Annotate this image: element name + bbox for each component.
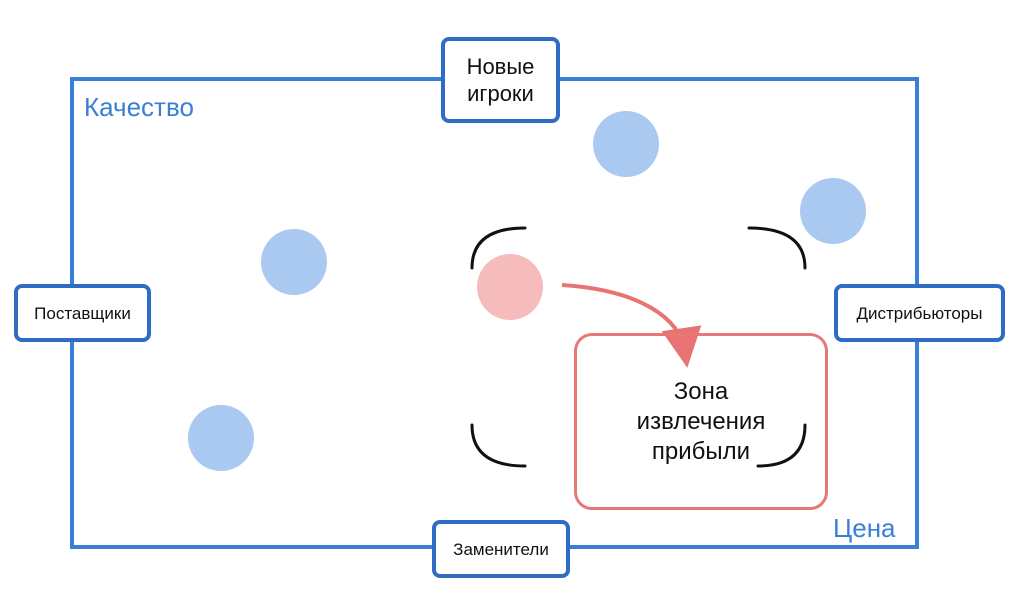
focus-bracket-bottom-right [756,423,807,468]
competitor-circle [188,405,254,471]
force-distributors-label: Дистрибьюторы [856,303,983,323]
force-suppliers: Поставщики [14,284,151,342]
force-distributors: Дистрибьюторы [834,284,1005,342]
axis-label-price: Цена [833,513,896,543]
profit-zone: Зона извлечения прибыли [574,333,828,510]
focus-bracket-bottom-left [470,423,527,468]
axis-label-quality: Качество [84,92,194,122]
competitor-circle [800,178,866,244]
focus-brackets [470,226,807,468]
competitor-circle [593,111,659,177]
force-substitutes-label: Заменители [453,539,549,559]
competitor-circle [261,229,327,295]
force-substitutes: Заменители [432,520,570,578]
force-new-players-label: Новые игроки [466,54,535,106]
force-new-players: Новые игроки [441,37,560,123]
profit-zone-label: Зона извлечения прибыли [636,377,766,465]
focus-bracket-top-left [470,226,527,270]
arrow-to-profit-zone [561,283,702,368]
company-circle [477,254,543,320]
force-suppliers-label: Поставщики [34,303,131,323]
focus-bracket-top-right [747,226,807,270]
